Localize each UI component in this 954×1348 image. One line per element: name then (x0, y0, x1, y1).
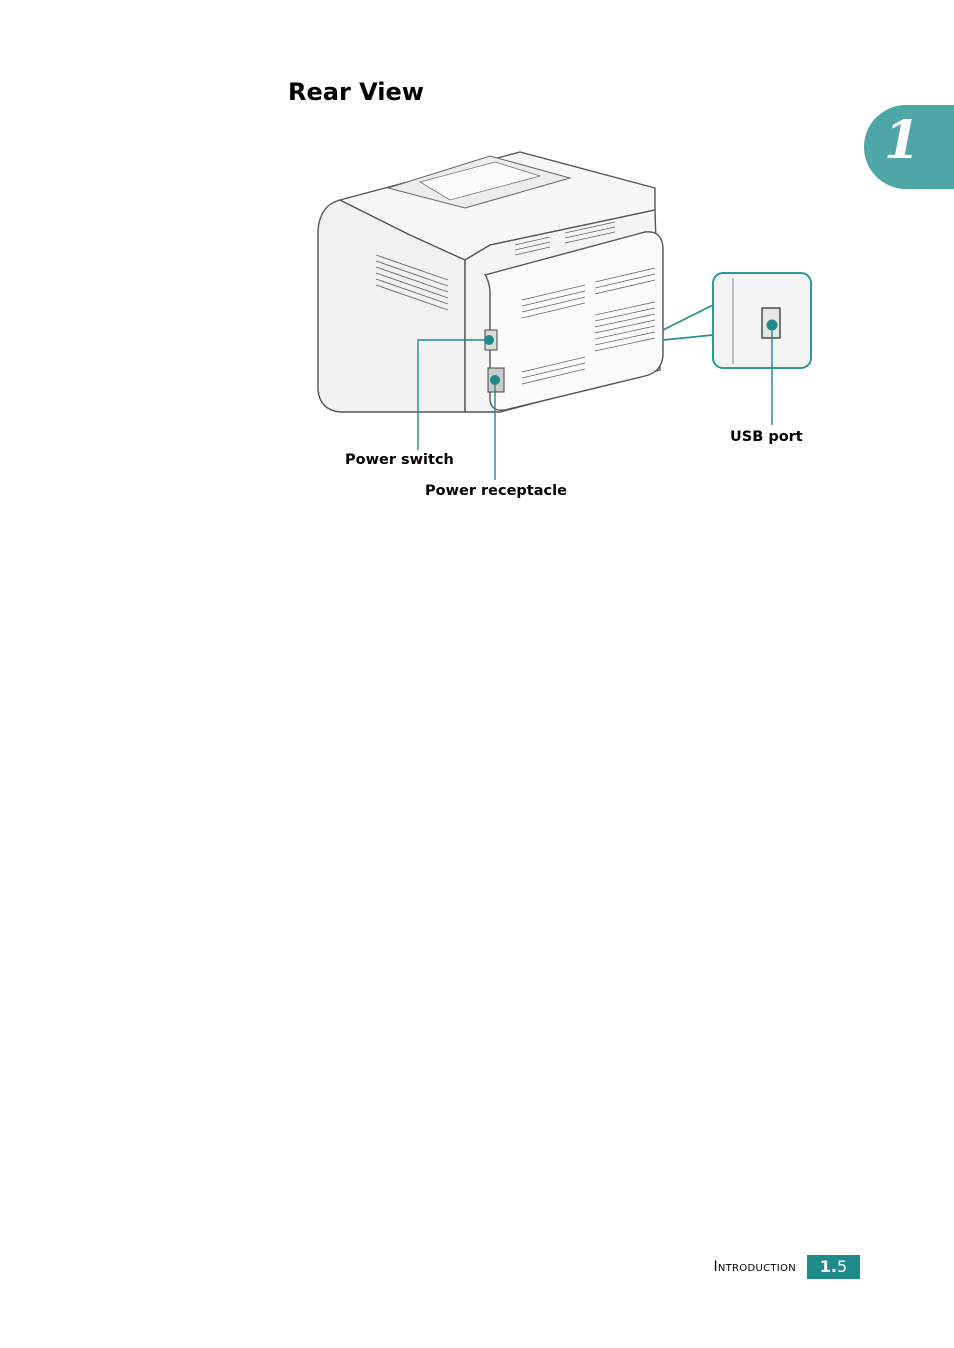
page-chapter: 1. (819, 1257, 838, 1276)
footer-section-label: Introduction (713, 1259, 796, 1275)
callout-power-switch: Power switch (345, 452, 454, 468)
chapter-number: 1 (884, 110, 921, 171)
printer-rear-figure (300, 140, 840, 520)
callout-power-receptacle: Power receptacle (425, 483, 567, 499)
callout-usb-port: USB port (730, 429, 803, 445)
page-number: 5 (837, 1257, 848, 1276)
page-footer: Introduction 1.5 (600, 1255, 860, 1281)
section-title: Rear View (288, 78, 424, 106)
page-number-badge: 1.5 (807, 1255, 860, 1279)
chapter-tab: 1 (864, 105, 954, 189)
printer-illustration (317, 151, 812, 480)
